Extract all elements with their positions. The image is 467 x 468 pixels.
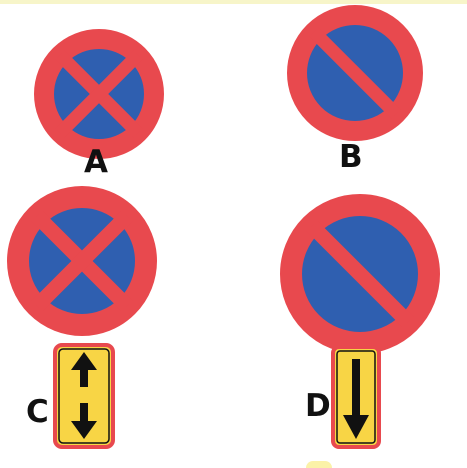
down-arrow-icon — [71, 403, 97, 439]
option-label-a: A — [84, 144, 108, 180]
bottom-yellow-mark — [306, 461, 332, 468]
up-arrow-icon — [71, 352, 97, 387]
down-arrow-plate — [331, 345, 381, 449]
no-stopping-sign-c — [7, 186, 157, 336]
down-arrow-icon — [343, 359, 369, 439]
top-background-strip — [0, 0, 467, 4]
no-parking-sign-b — [287, 5, 423, 141]
option-label-d: D — [305, 388, 331, 424]
no-parking-sign-d — [280, 194, 440, 354]
option-label-b: B — [339, 139, 363, 175]
up-down-arrow-plate — [53, 343, 115, 449]
option-label-c: C — [26, 394, 49, 430]
no-stopping-sign-a — [34, 29, 164, 159]
